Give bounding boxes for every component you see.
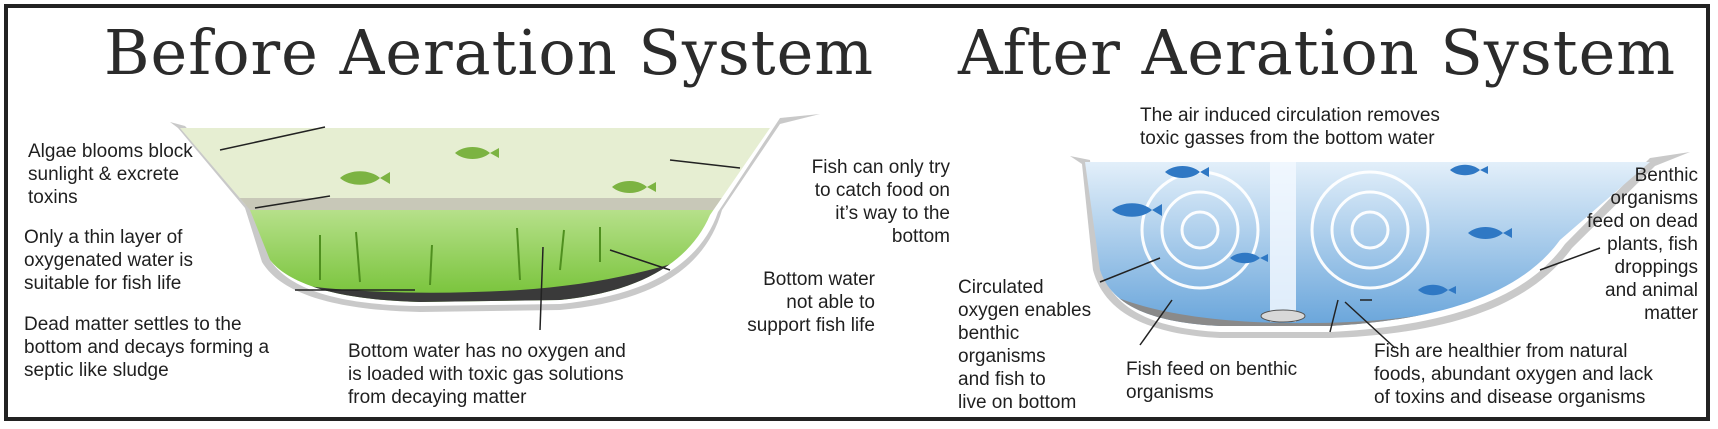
diagram-frame xyxy=(4,4,1710,421)
label-thin-layer: Only a thin layer of oxygenated water is… xyxy=(24,227,193,294)
label-bottom-no-oxygen: Bottom water has no oxygen and is loaded… xyxy=(348,341,626,408)
label-circulated-oxygen: Circulated oxygen enables benthic organi… xyxy=(958,277,1092,413)
after-bubble-column xyxy=(1270,162,1296,322)
label-algae: Algae blooms block sunlight & excrete to… xyxy=(28,141,193,208)
after-fish-3 xyxy=(1450,164,1488,176)
after-fish-2 xyxy=(1165,166,1209,178)
after-fish-5 xyxy=(1230,252,1268,264)
after-title: After Aeration System xyxy=(958,16,1677,89)
label-circulation: The air induced circulation removes toxi… xyxy=(1140,105,1440,149)
after-bank xyxy=(1070,152,1690,338)
label-fish-healthier: Fish are healthier from natural foods, a… xyxy=(1374,341,1653,408)
label-bottom-unfit: Bottom water not able to support fish li… xyxy=(747,269,875,336)
label-fish-feed: Fish feed on benthic organisms xyxy=(1126,359,1298,403)
after-fish-4 xyxy=(1468,227,1512,239)
after-fish-6 xyxy=(1418,284,1456,296)
before-plants xyxy=(319,227,601,286)
label-dead-matter: Dead matter settles to the bottom and de… xyxy=(24,314,270,381)
before-fish-3 xyxy=(612,181,656,193)
before-fish-2 xyxy=(455,147,499,159)
label-benthic-feed: Benthic organisms feed on dead plants, f… xyxy=(1587,165,1698,324)
before-fish-1 xyxy=(340,171,390,185)
label-fish-catch-food: Fish can only try to catch food on it’s … xyxy=(811,157,950,247)
after-fish-1 xyxy=(1112,203,1162,217)
before-title: Before Aeration System xyxy=(104,16,875,89)
after-diffuser xyxy=(1260,309,1306,323)
after-pointer-lines xyxy=(1099,247,1601,349)
before-top-water xyxy=(180,128,770,205)
before-pointer-lines xyxy=(219,126,741,331)
before-thin-layer xyxy=(180,198,770,210)
